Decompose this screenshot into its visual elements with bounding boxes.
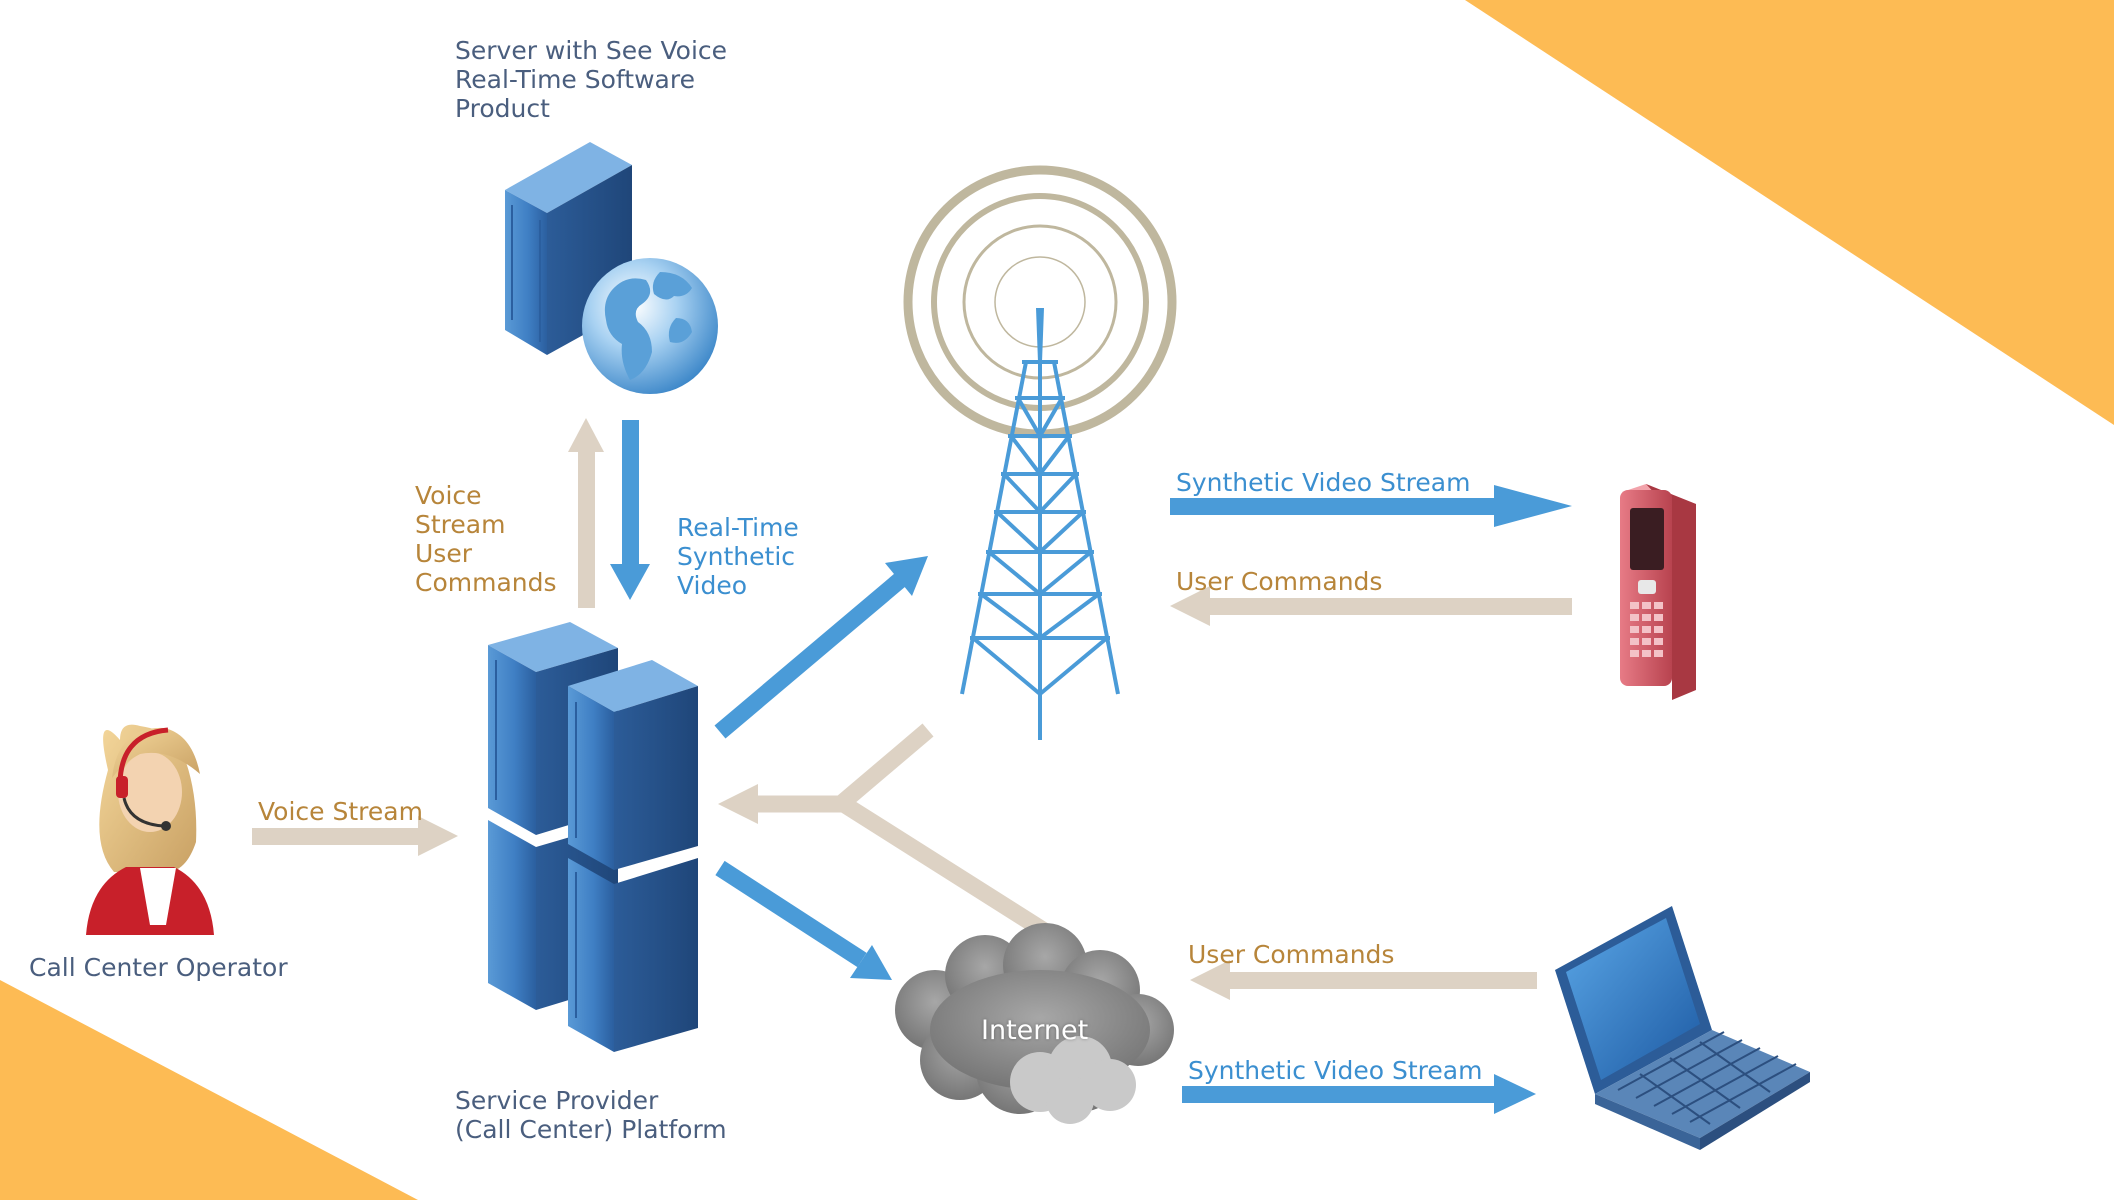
server-label-line-1: Server with See Voice [455,36,728,65]
corner-accent-top-right [1465,0,2114,425]
platform-to-server-label: Voice Stream User Commands [415,481,557,597]
cloud-icon [895,923,1174,1124]
platform-label-line-1: Service Provider [455,1086,659,1115]
server-to-platform-label-line-2: Synthetic [677,542,796,571]
platform-to-server-label-line-3: User [415,539,472,568]
laptop-to-internet-label: User Commands [1188,940,1395,969]
platform-label-line-2: (Call Center) Platform [455,1115,727,1144]
server-globe-icon [505,142,718,394]
laptop-icon [1555,906,1810,1150]
arrow-platform-to-server [568,418,604,608]
internet-label: Internet [981,1015,1089,1046]
arrow-laptop-to-internet [1190,960,1537,1000]
arrow-phone-to-tower [1170,586,1572,626]
headset-operator-icon [86,724,214,935]
platform-to-server-label-line-4: Commands [415,568,557,597]
operator-to-platform-label: Voice Stream [258,797,423,826]
arrow-platform-to-tower [714,556,928,739]
server-cluster-icon [488,622,698,1052]
corner-accent-bottom-left [0,980,418,1200]
phone-to-tower-label: User Commands [1176,567,1383,596]
internet-to-laptop-label: Synthetic Video Stream [1188,1056,1483,1085]
arrow-platform-to-internet [715,860,892,980]
server-to-platform-label-line-3: Video [677,571,748,600]
arrow-merge-to-platform [718,723,1051,940]
server-to-platform-label-line-1: Real-Time [677,513,799,542]
server-label-line-2: Real-Time Software [455,65,695,94]
arrow-server-to-platform [610,420,650,600]
server-to-platform-label: Real-Time Synthetic Video [677,513,799,600]
platform-to-server-label-line-2: Stream [415,510,506,539]
platform-label: Service Provider (Call Center) Platform [455,1086,727,1144]
arrow-tower-to-phone [1170,485,1572,527]
server-label-line-3: Product [455,94,550,123]
tower-to-phone-label: Synthetic Video Stream [1176,468,1471,497]
arrow-operator-to-platform [252,816,458,856]
operator-label: Call Center Operator [29,953,288,982]
radio-tower-icon [903,165,1177,740]
mobile-phone-icon [1620,484,1696,700]
platform-to-server-label-line-1: Voice [415,481,482,510]
server-label: Server with See Voice Real-Time Software… [455,36,727,123]
arrow-internet-to-laptop [1182,1074,1536,1114]
